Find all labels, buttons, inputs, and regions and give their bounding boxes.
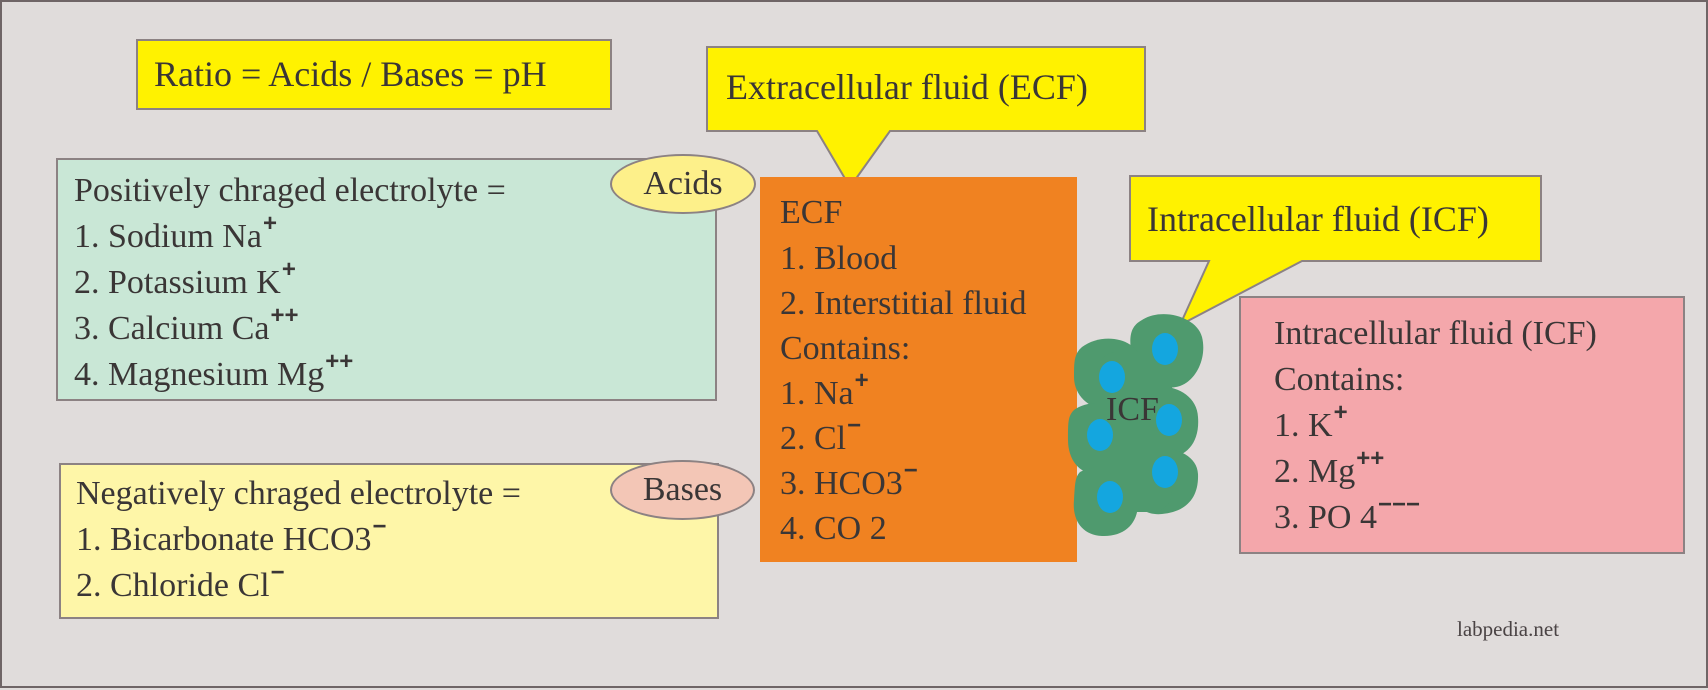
negative-heading: Negatively chraged electrolyte = <box>76 475 521 512</box>
ecf-box <box>760 177 1077 562</box>
negative-item-text: 2. Chloride Cl <box>76 567 270 604</box>
ecf-item: 1. Blood <box>780 236 897 282</box>
icf-box <box>1239 296 1685 554</box>
ecf-item: 2. Cl− <box>780 412 861 465</box>
ecf-callout-shape <box>706 46 1146 189</box>
ecf-item: 1. Na+ <box>780 367 869 420</box>
charge-superscript: + <box>281 256 296 283</box>
nucleus <box>1152 456 1178 488</box>
icf-item-text: 2. Mg <box>1274 453 1356 490</box>
ecf-item: 3. HCO3− <box>780 457 918 510</box>
icf-callout-text: Intracellular fluid (ICF) <box>1147 199 1489 239</box>
acids-badge: Acids <box>610 154 756 214</box>
ecf-item-text: Contains: <box>780 330 911 367</box>
cell-cluster-label: ICF <box>1106 391 1159 428</box>
ecf-item-text: 4. CO 2 <box>780 510 887 547</box>
ecf-title: ECF <box>780 194 843 231</box>
ecf-item: 4. CO 2 <box>780 506 887 552</box>
nucleus <box>1099 361 1125 393</box>
nucleus <box>1097 481 1123 513</box>
positive-item: 4. Magnesium Mg++ <box>74 348 353 401</box>
positive-item-text: 2. Potassium K <box>74 264 281 301</box>
negative-item: 1. Bicarbonate HCO3− <box>76 513 387 566</box>
icf-item: 3. PO 4−−− <box>1274 491 1420 544</box>
charge-superscript: ++ <box>1356 445 1385 472</box>
acids-label: Acids <box>643 165 723 202</box>
icf-callout-shape <box>1129 175 1542 328</box>
nucleus <box>1156 404 1182 436</box>
positive-heading: Positively chraged electrolyte = <box>74 172 506 209</box>
icf-item: 1. K+ <box>1274 399 1348 452</box>
charge-superscript: −−− <box>1377 491 1421 518</box>
ecf-item: 2. Interstitial fluid <box>780 281 1026 327</box>
ratio-text: Ratio = Acids / Bases = pH <box>154 54 547 94</box>
negative-electrolyte-box <box>59 463 719 619</box>
ecf-item-text: 2. Interstitial fluid <box>780 285 1027 322</box>
charge-superscript: + <box>854 367 869 394</box>
positive-electrolyte-box <box>56 158 717 401</box>
bases-label: Bases <box>642 471 723 508</box>
nucleus <box>1152 333 1178 365</box>
positive-item: 3. Calcium Ca++ <box>74 302 299 355</box>
positive-item-text: 4. Magnesium Mg <box>74 356 325 393</box>
charge-superscript: ++ <box>270 302 299 329</box>
ecf-item-text: 1. Na <box>780 375 854 412</box>
charge-superscript: − <box>903 457 918 484</box>
charge-superscript: + <box>1333 399 1348 426</box>
positive-item-text: 3. Calcium Ca <box>74 310 270 347</box>
charge-superscript: − <box>270 559 285 586</box>
nucleus <box>1087 419 1113 451</box>
icf-item-text: 3. PO 4 <box>1274 499 1377 536</box>
charge-superscript: − <box>372 513 387 540</box>
icf-item-text: 1. K <box>1274 407 1333 444</box>
icf-item: 2. Mg++ <box>1274 445 1384 498</box>
positive-item: 1. Sodium Na+ <box>74 210 277 263</box>
icf-item: Contains: <box>1274 357 1404 403</box>
icf-item-text: Contains: <box>1274 361 1405 398</box>
bases-badge: Bases <box>610 460 755 520</box>
charge-superscript: ++ <box>325 348 354 375</box>
negative-item-text: 1. Bicarbonate HCO3 <box>76 521 372 558</box>
ecf-item-text: 1. Blood <box>780 240 898 277</box>
icf-title: Intracellular fluid (ICF) <box>1274 315 1597 352</box>
ratio-box: Ratio = Acids / Bases = pH <box>136 39 612 110</box>
charge-superscript: + <box>262 210 277 237</box>
ecf-callout-text: Extracellular fluid (ECF) <box>726 67 1088 107</box>
negative-item: 2. Chloride Cl− <box>76 559 285 612</box>
ecf-item: Contains: <box>780 326 910 372</box>
positive-item: 2. Potassium K+ <box>74 256 296 309</box>
ecf-item-text: 3. HCO3 <box>780 465 903 502</box>
charge-superscript: − <box>847 412 862 439</box>
positive-item-text: 1. Sodium Na <box>74 218 262 255</box>
ecf-item-text: 2. Cl <box>780 420 847 457</box>
watermark: labpedia.net <box>1457 617 1560 641</box>
